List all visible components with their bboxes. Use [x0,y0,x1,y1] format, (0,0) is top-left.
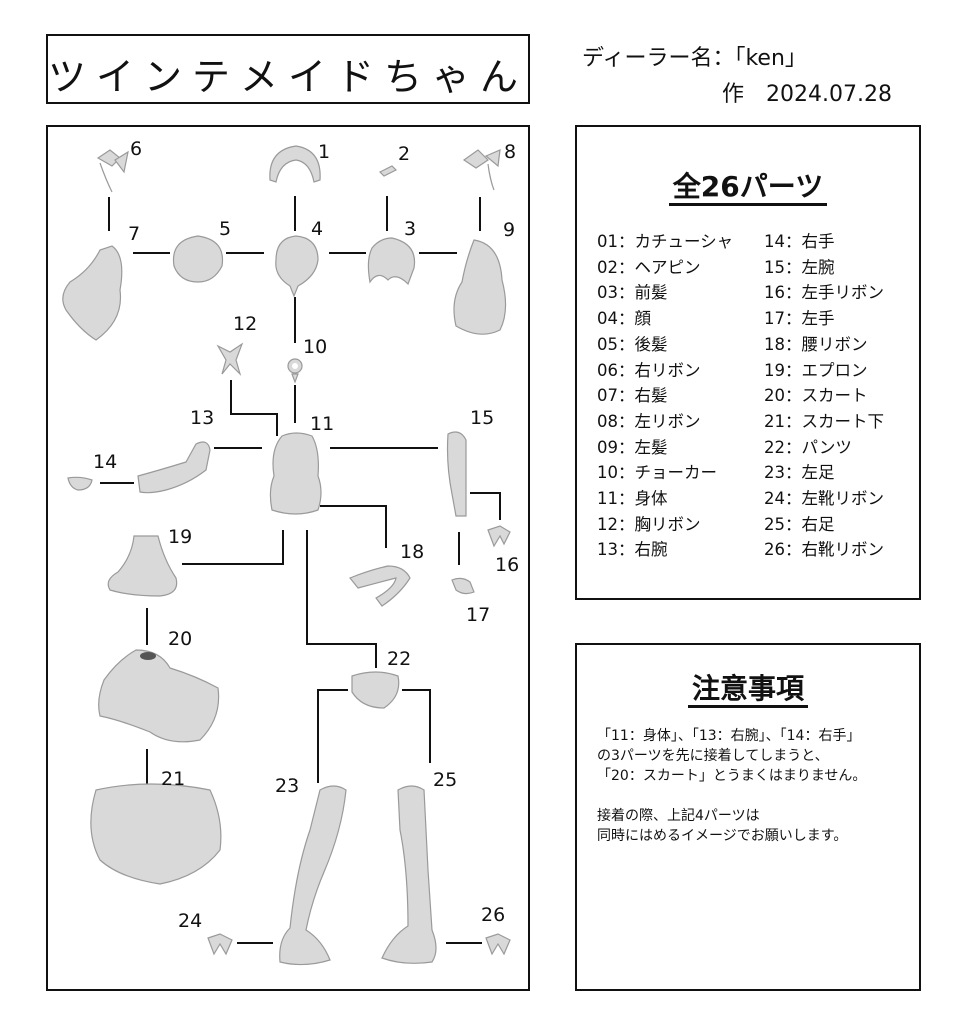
title-box: ツインテメイドちゃん [46,34,530,104]
part-15-left-arm [446,431,467,517]
list-item: 18：腰リボン [764,334,868,354]
part-10-choker [287,358,303,384]
note-line: 「11：身体」、「13：右腕」、「14：右手」 [597,728,861,744]
label-19: 19 [168,526,192,548]
list-item: 03：前髪 [597,283,668,303]
part-26-right-shoe-ribbon [485,933,511,956]
list-item: 06：右リボン [597,360,701,380]
part-19-apron [107,535,178,597]
list-item: 22：パンツ [764,437,852,457]
label-24: 24 [178,910,202,932]
part-images [62,145,511,966]
part-08-left-ribbon [462,149,501,191]
part-06-right-ribbon [96,149,129,193]
list-item: 26：右靴リボン [764,540,884,560]
part-22-pants [351,671,400,709]
list-item: 20：スカート [764,386,868,406]
list-item: 04：顔 [597,309,651,329]
list-item: 24：左靴リボン [764,489,884,509]
parts-list-title: 全26パーツ [577,165,919,206]
list-item: 17：左手 [764,309,835,329]
label-2: 2 [398,143,410,165]
parts-list-panel: 全26パーツ 01：カチューシャ 02：ヘアピン 03：前髪 04：顔 05：後… [575,125,921,600]
list-item: 05：後髪 [597,334,668,354]
label-25: 25 [433,769,457,791]
part-20-skirt [98,649,220,743]
part-05-back-hair [172,235,224,283]
label-4: 4 [311,218,323,240]
list-item: 21：スカート下 [764,411,884,431]
notes-panel: 注意事項 「11：身体」、「13：右腕」、「14：右手」 の3パーツを先に接着し… [575,643,921,991]
part-03-bangs [367,237,416,286]
part-11-body [269,432,322,515]
part-18-waist-ribbon [349,565,411,607]
part-01-headdress [269,145,321,183]
label-17: 17 [466,604,490,626]
product-title: ツインテメイドちゃん [48,55,529,99]
label-3: 3 [404,218,416,240]
part-21-underskirt [90,783,222,885]
label-7: 7 [128,223,140,245]
label-10: 10 [303,336,327,358]
label-20: 20 [168,628,192,650]
part-12-chest-ribbon [216,342,244,377]
label-11: 11 [310,413,334,435]
list-item: 02：ヘアピン [597,257,701,277]
part-07-right-hair [62,245,123,341]
parts-list-column-2: 14：右手 15：左腕 16：左手リボン 17：左手 18：腰リボン 19：エプ… [764,229,884,563]
creation-date: 作 2024.07.28 [722,82,892,107]
list-item: 08：左リボン [597,411,701,431]
list-item: 11：身体 [597,489,668,509]
list-item: 15：左腕 [764,257,835,277]
part-04-face [275,235,319,298]
dealer-name: ディーラー名：「ken」 [582,46,807,71]
diagram-svg: 1 2 3 4 5 6 7 8 9 10 11 12 13 14 15 16 1… [62,138,519,966]
list-item: 23：左足 [764,463,835,483]
label-12: 12 [233,313,257,335]
label-8: 8 [504,141,516,163]
list-item: 13：右腕 [597,540,668,560]
part-09-left-hair [453,239,507,335]
parts-diagram: 1 2 3 4 5 6 7 8 9 10 11 12 13 14 15 16 1… [46,125,530,991]
list-item: 25：右足 [764,514,835,534]
label-21: 21 [161,768,185,790]
part-13-right-arm [137,441,211,494]
note-line: 「20：スカート」とうまくはまりません。 [597,768,867,784]
part-14-right-hand [67,476,93,491]
part-number-labels: 1 2 3 4 5 6 7 8 9 10 11 12 13 14 15 16 1… [93,138,519,932]
label-5: 5 [219,218,231,240]
part-23-left-leg [279,785,347,966]
label-13: 13 [190,407,214,429]
part-17-left-hand [451,577,475,595]
list-item: 07：右髪 [597,386,668,406]
parts-list-column-1: 01：カチューシャ 02：ヘアピン 03：前髪 04：顔 05：後髪 06：右リ… [597,229,733,563]
list-item: 10：チョーカー [597,463,717,483]
list-item: 12：胸リボン [597,514,701,534]
label-15: 15 [470,407,494,429]
part-02-hairpin [378,165,398,177]
label-22: 22 [387,648,411,670]
part-16-left-hand-ribbon [487,525,511,548]
label-23: 23 [275,775,299,797]
note-line: の3パーツを先に接着してしまうと、 [597,748,829,764]
label-1: 1 [318,141,330,163]
list-item: 16：左手リボン [764,283,884,303]
label-18: 18 [400,541,424,563]
list-item: 09：左髪 [597,437,668,457]
part-24-left-shoe-ribbon [207,933,233,956]
list-item: 19：エプロン [764,360,868,380]
list-item: 01：カチューシャ [597,232,734,251]
note-line: 接着の際、上記4パーツは [597,808,760,824]
part-25-right-leg [381,785,437,964]
list-item: 14：右手 [764,232,835,251]
label-16: 16 [495,554,519,576]
label-26: 26 [481,904,505,926]
note-line: 同時にはめるイメージでお願いします。 [597,828,848,844]
label-6: 6 [130,138,142,160]
connector-lines [100,196,501,944]
label-9: 9 [503,219,515,241]
label-14: 14 [93,451,117,473]
notes-title: 注意事項 [577,667,919,708]
